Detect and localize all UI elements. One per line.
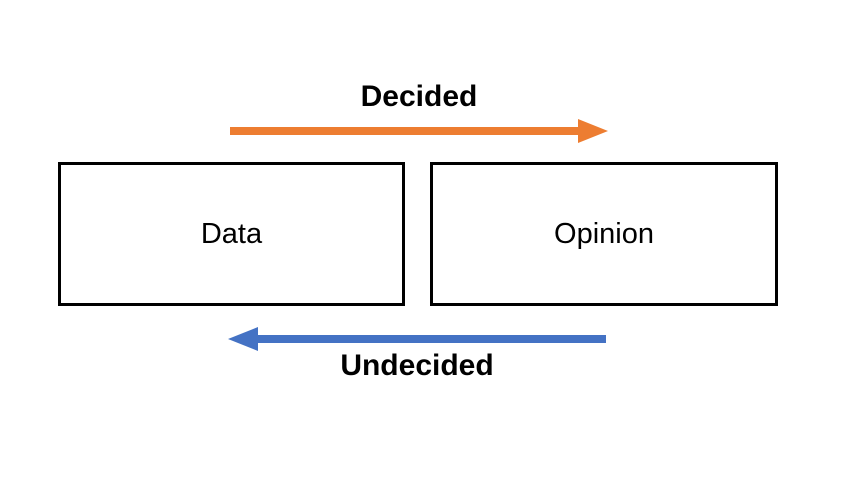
undecided-label: Undecided: [340, 349, 494, 382]
decided-arrow-shaft: [230, 127, 582, 135]
undecided-arrow-left-icon: [228, 327, 606, 351]
decided-arrow-head: [578, 119, 608, 143]
undecided-arrow-head: [228, 327, 258, 351]
opinion-node-box: Opinion: [430, 162, 778, 306]
data-node-label: Data: [200, 217, 263, 250]
decided-label: Decided: [360, 80, 478, 113]
opinion-node-label: Opinion: [554, 217, 654, 250]
undecided-arrow-shaft: [254, 335, 606, 343]
data-node-box: Data: [58, 162, 405, 306]
decided-arrow-right-icon: [230, 119, 608, 143]
